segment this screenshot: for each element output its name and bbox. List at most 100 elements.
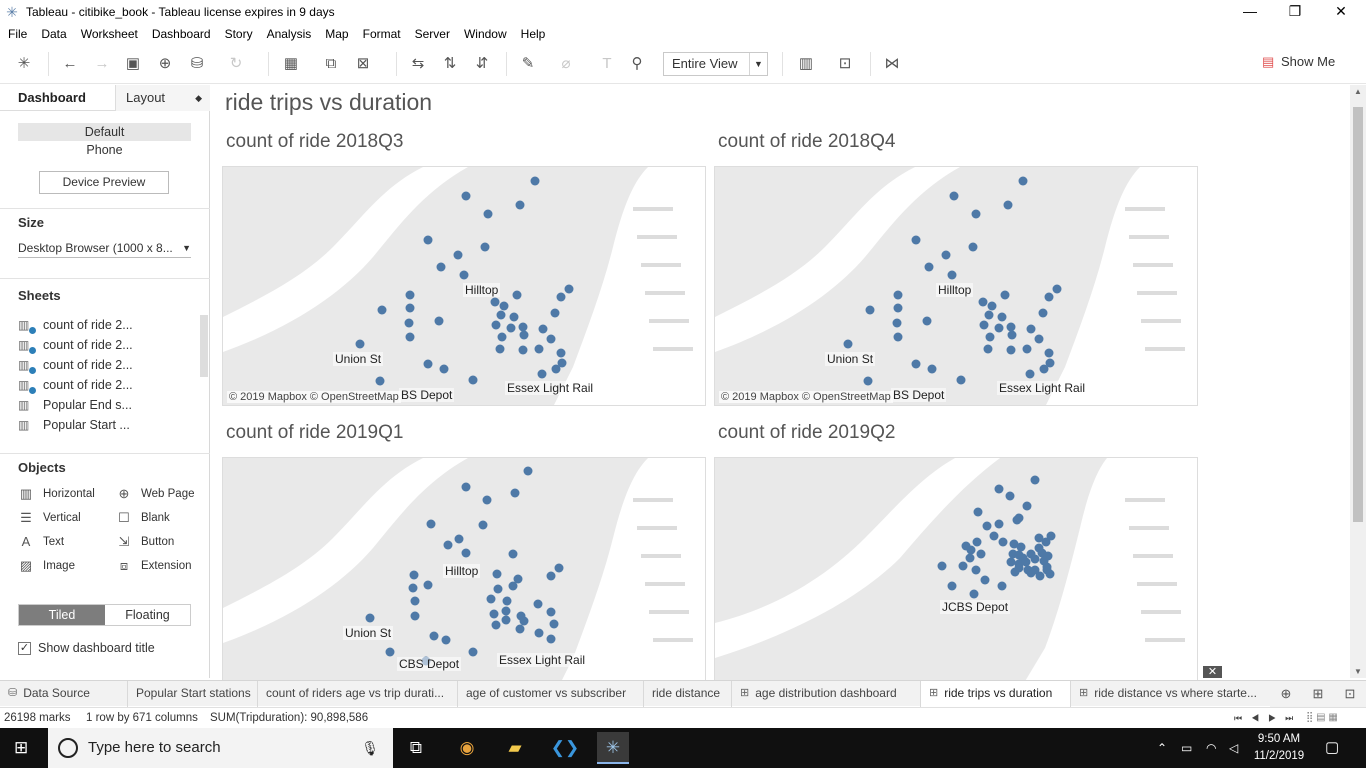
station-mark[interactable] [1006,557,1016,567]
station-mark[interactable] [408,583,418,593]
station-mark[interactable] [893,290,903,300]
sheet-item[interactable]: ▥count of ride 2... [18,335,198,355]
station-mark[interactable] [404,318,414,328]
station-mark[interactable] [994,519,1004,529]
station-mark[interactable] [998,537,1008,547]
station-mark[interactable] [546,634,556,644]
tab-riders-age[interactable]: count of riders age vs trip durati... [258,680,458,707]
presentation-mode-icon[interactable]: ⊡ [838,55,852,72]
station-mark[interactable] [533,599,543,609]
tab-age-distribution[interactable]: ⊞age distribution dashboard [732,680,921,707]
station-mark[interactable] [443,540,453,550]
object-extension[interactable]: ⧈Extension [116,558,192,574]
station-mark[interactable] [1022,344,1032,354]
station-mark[interactable] [1026,324,1036,334]
show-me-button[interactable]: ▤Show Me [1262,54,1335,70]
station-mark[interactable] [865,305,875,315]
sheet-item[interactable]: ▥count of ride 2... [18,355,198,375]
vscode-icon[interactable]: ❮❯ [550,738,580,757]
station-mark[interactable] [429,631,439,641]
station-mark[interactable] [971,209,981,219]
station-mark[interactable] [439,364,449,374]
duplicate-sheet-icon[interactable]: ⧉ [325,55,337,72]
station-mark[interactable] [426,519,436,529]
station-mark[interactable] [546,571,556,581]
station-mark[interactable] [519,616,529,626]
station-mark[interactable] [491,320,501,330]
station-mark[interactable] [423,580,433,590]
save-icon[interactable]: ▣ [125,55,141,72]
station-mark[interactable] [405,303,415,313]
station-mark[interactable] [1025,369,1035,379]
sheet-nav-buttons[interactable]: ⏮◀▶⏭ [1234,713,1303,723]
station-mark[interactable] [515,624,525,634]
fit-dropdown[interactable]: Entire View ▼ [663,52,768,76]
station-mark[interactable] [1022,501,1032,511]
station-mark[interactable] [453,250,463,260]
station-mark[interactable] [994,323,1004,333]
station-mark[interactable] [1000,290,1010,300]
clear-sheet-icon[interactable]: ⊠ [356,55,370,72]
view-toggle-icons[interactable]: ⣿ ▤ ▦ [1306,712,1338,723]
share-icon[interactable]: ⋈ [884,55,900,72]
map-2018q3[interactable]: Hilltop Union St Essex Light Rail BS Dep… [222,166,706,406]
station-mark[interactable] [508,549,518,559]
station-mark[interactable] [924,262,934,272]
station-mark[interactable] [483,209,493,219]
station-mark[interactable] [972,537,982,547]
station-mark[interactable] [973,507,983,517]
station-mark[interactable] [468,647,478,657]
station-mark[interactable] [510,488,520,498]
new-story-icon[interactable]: ⊡ [1344,686,1356,701]
new-data-source-icon[interactable]: ⊕ [158,55,172,72]
notifications-icon[interactable]: ▢ [1325,739,1340,756]
file-explorer-icon[interactable]: ▰ [508,738,522,757]
station-mark[interactable] [501,615,511,625]
station-mark[interactable] [1034,334,1044,344]
station-mark[interactable] [459,270,469,280]
wifi-icon[interactable]: ◠ [1206,741,1217,755]
station-mark[interactable] [1006,345,1016,355]
station-mark[interactable] [947,270,957,280]
station-mark[interactable] [496,310,506,320]
station-mark[interactable] [994,484,1004,494]
station-mark[interactable] [987,301,997,311]
swap-rows-columns-icon[interactable]: ⇆ [411,55,425,72]
sheets-scrollbar[interactable] [200,315,208,377]
station-mark[interactable] [556,292,566,302]
station-mark[interactable] [947,581,957,591]
station-mark[interactable] [985,332,995,342]
station-mark[interactable] [405,332,415,342]
station-mark[interactable] [454,534,464,544]
station-mark[interactable] [534,344,544,354]
maximize-button[interactable]: ❐ [1288,3,1302,19]
show-title-checkbox[interactable]: ✓ Show dashboard title [18,641,155,655]
volume-icon[interactable]: ◁ [1229,741,1239,755]
scroll-thumb[interactable] [1353,107,1363,522]
station-mark[interactable] [550,308,560,318]
sheet-item[interactable]: ▥count of ride 2... [18,315,198,335]
refresh-icon[interactable]: ↻ [229,55,243,72]
station-mark[interactable] [1026,568,1036,578]
station-mark[interactable] [515,200,525,210]
station-mark[interactable] [436,262,446,272]
size-dropdown[interactable]: Desktop Browser (1000 x 8... ▼ [18,238,191,258]
station-mark[interactable] [423,235,433,245]
redo-icon[interactable]: → [94,55,110,72]
sort-ascending-icon[interactable]: ⇅ [443,55,457,72]
station-mark[interactable] [478,520,488,530]
tab-ride-distance-where[interactable]: ⊞ride distance vs where starte... [1071,680,1271,707]
sheet-item[interactable]: ▥Popular Start ... [18,415,198,435]
station-mark[interactable] [538,324,548,334]
station-mark[interactable] [549,619,559,629]
station-mark[interactable] [564,284,574,294]
highlight-icon[interactable]: ✎ [521,55,535,72]
station-mark[interactable] [512,290,522,300]
station-mark[interactable] [461,482,471,492]
show-cards-icon[interactable]: ▥ [798,55,814,72]
menu-help[interactable]: Help [520,27,546,41]
map-2018q4[interactable]: Hilltop Union St Essex Light Rail BS Dep… [714,166,1198,406]
station-mark[interactable] [1030,554,1040,564]
station-mark[interactable] [997,581,1007,591]
object-vertical[interactable]: ☰Vertical [18,510,81,526]
